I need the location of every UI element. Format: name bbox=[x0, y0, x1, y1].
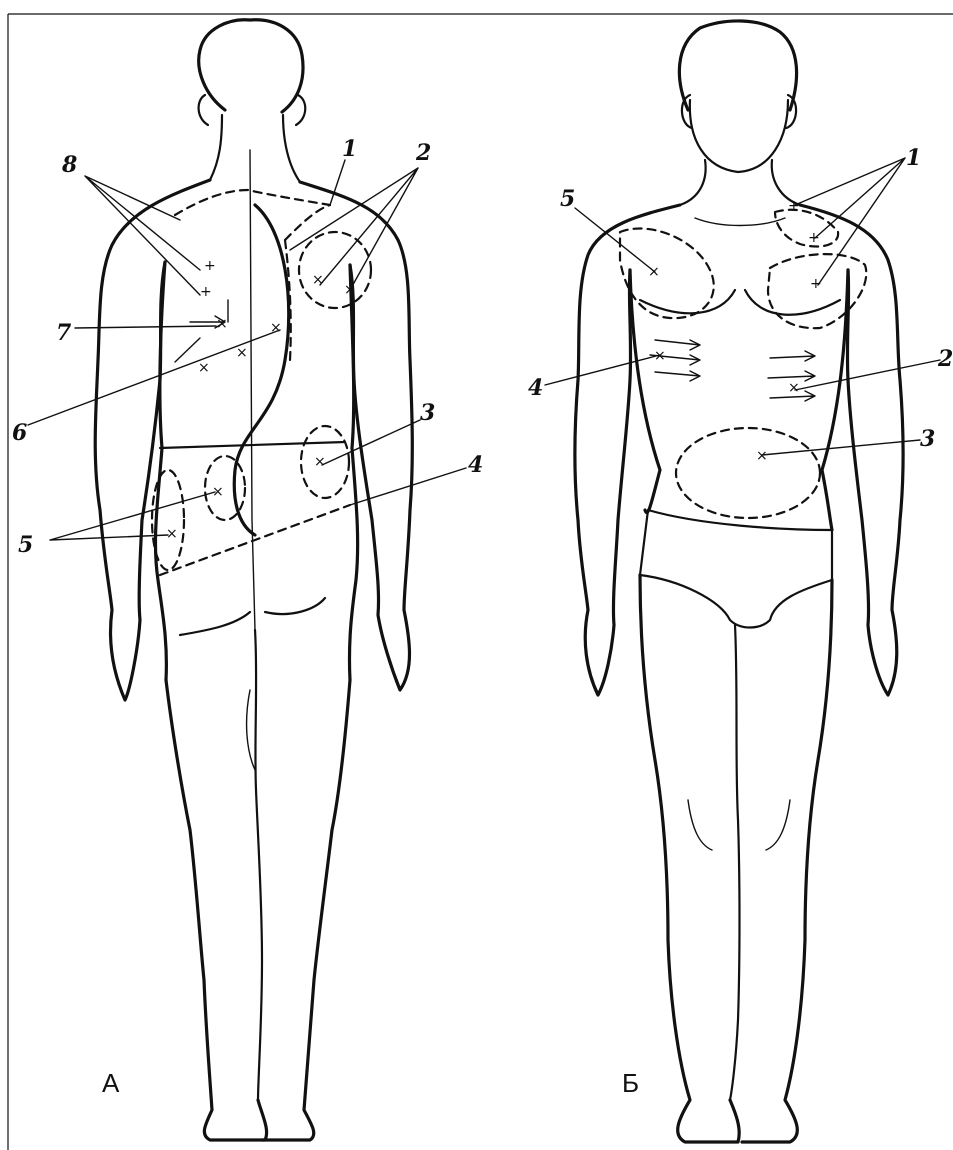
front-view-figure: × × × × + + + 5 1 4 2 3 Б bbox=[528, 21, 953, 1142]
back-right-arm bbox=[300, 182, 412, 690]
front-mark: × bbox=[788, 380, 800, 396]
front-collarbone bbox=[695, 218, 785, 226]
back-leader-7 bbox=[75, 326, 216, 328]
front-label-3: 3 bbox=[920, 426, 935, 452]
back-view-figure: + + × × × × × × × × × 8 1 2 7 6 3 4 5 А bbox=[12, 20, 483, 1140]
front-zone-5-region bbox=[620, 229, 714, 319]
front-underwear bbox=[640, 510, 832, 628]
panel-label-b: Б bbox=[622, 1068, 639, 1098]
back-label-5: 5 bbox=[18, 532, 33, 558]
front-leader-3 bbox=[762, 440, 920, 455]
front-mark: + bbox=[810, 276, 822, 292]
front-mark: × bbox=[648, 264, 660, 280]
back-left-buttock bbox=[180, 612, 250, 635]
front-leader-4 bbox=[545, 355, 660, 385]
front-leader-2 bbox=[795, 360, 940, 390]
back-mark: + bbox=[204, 258, 216, 274]
back-inner-legs bbox=[255, 630, 262, 1100]
back-label-1: 1 bbox=[342, 136, 357, 162]
front-right-leg bbox=[742, 580, 832, 1142]
back-torso-right bbox=[349, 265, 357, 680]
back-right-leg-outer bbox=[262, 680, 350, 1140]
back-mark: × bbox=[166, 526, 178, 542]
front-neck-left bbox=[680, 160, 706, 205]
back-curve-line bbox=[234, 205, 288, 535]
front-hair bbox=[679, 21, 796, 110]
back-label-8: 8 bbox=[61, 152, 77, 178]
back-left-ear bbox=[199, 95, 208, 125]
front-left-pectoral bbox=[640, 290, 735, 313]
back-waistline bbox=[160, 442, 345, 448]
front-left-arm bbox=[575, 205, 680, 695]
back-left-arm bbox=[95, 180, 210, 700]
front-arrow bbox=[655, 371, 700, 381]
back-mark: × bbox=[236, 345, 248, 361]
back-zone-2-region bbox=[299, 232, 371, 308]
back-mark: × bbox=[198, 360, 210, 376]
panel-label-a: А bbox=[102, 1068, 120, 1098]
back-right-buttock bbox=[265, 598, 325, 614]
back-label-2: 2 bbox=[415, 140, 431, 166]
back-line-4 bbox=[160, 505, 350, 575]
back-neck-left bbox=[210, 115, 222, 180]
back-label-7: 7 bbox=[56, 320, 72, 346]
back-arrow bbox=[175, 338, 200, 362]
front-zone-3-region bbox=[676, 428, 820, 518]
front-inner-legs bbox=[730, 625, 740, 1100]
front-label-4: 4 bbox=[528, 375, 543, 401]
front-label-2: 2 bbox=[937, 346, 953, 372]
back-mark: × bbox=[314, 454, 326, 470]
back-label-4: 4 bbox=[468, 452, 483, 478]
back-leader-5 bbox=[50, 492, 215, 540]
front-label-5: 5 bbox=[560, 186, 575, 212]
front-mark: + bbox=[788, 198, 800, 214]
back-mark: + bbox=[200, 284, 212, 300]
back-spine-line bbox=[250, 150, 255, 630]
back-knee-gap bbox=[247, 690, 255, 770]
front-mark: × bbox=[756, 448, 768, 464]
back-label-6: 6 bbox=[12, 420, 27, 446]
back-label-3: 3 bbox=[420, 400, 435, 426]
front-zone-1a-region bbox=[775, 210, 838, 247]
back-zone-8-line bbox=[175, 190, 330, 215]
front-label-1: 1 bbox=[906, 145, 921, 171]
front-right-pectoral bbox=[745, 290, 840, 315]
back-right-ear bbox=[296, 95, 305, 125]
front-left-leg bbox=[640, 575, 739, 1142]
back-head bbox=[199, 20, 303, 112]
back-left-leg-outer bbox=[166, 680, 267, 1140]
front-torso-right bbox=[822, 270, 848, 530]
back-mark: × bbox=[312, 272, 324, 288]
front-mark: + bbox=[808, 230, 820, 246]
front-arrow bbox=[770, 351, 815, 361]
